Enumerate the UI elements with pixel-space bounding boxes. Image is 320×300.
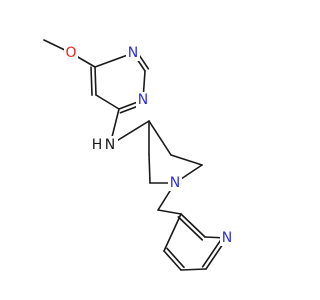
bond [148,120,172,156]
bond [148,153,151,184]
molecule-structure: O N N H N N N [43,39,234,271]
bond [163,213,182,252]
bond [180,213,206,238]
bond [177,216,204,241]
atom-label-h: H [92,137,103,153]
atom-methoxy-oxygen: O [64,45,78,61]
bond [94,66,97,96]
atom-label-n: N [128,45,138,61]
bond [166,247,185,269]
atom-label-n: N [170,175,180,191]
atom-pyrimidine-n3: N [136,92,150,108]
atoms-layer: O N N H N N N [64,45,234,246]
atom-piperidine-n: N [168,175,182,191]
atom-label-n: N [138,92,148,108]
bonds-layer [43,39,228,271]
bond [90,66,93,96]
atom-pyridine-n: N [220,230,234,246]
atom-pyrimidine-n1: N [126,45,140,61]
bond [180,268,207,271]
atom-label-o: O [65,45,76,61]
atom-label-n: N [222,230,232,246]
atom-amine-nh: H N [88,136,118,153]
bond [95,94,120,110]
bond [170,154,203,166]
bond [163,250,182,271]
atom-label-n: N [105,137,115,153]
bond [157,209,182,215]
